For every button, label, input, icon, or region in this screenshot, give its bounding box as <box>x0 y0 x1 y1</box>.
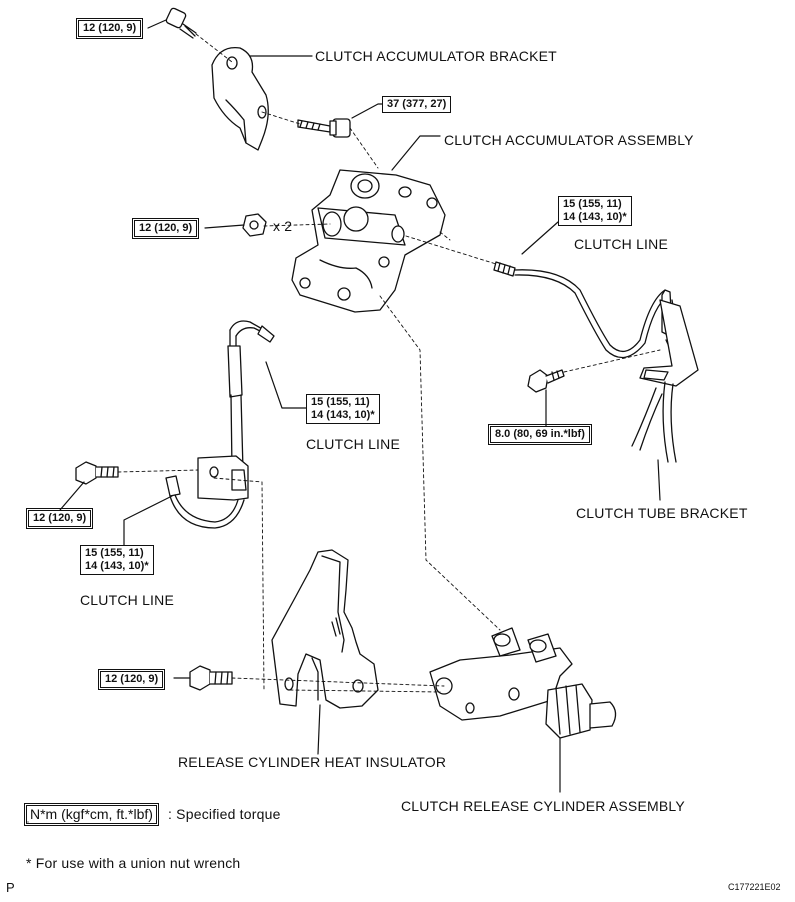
corner-mark: P <box>6 880 15 895</box>
alignment-lines <box>117 33 661 693</box>
tube-bracket <box>631 299 699 463</box>
hose-bracket-bolt <box>75 461 119 485</box>
torque-tube-bracket-bolt: 8.0 (80, 69 in.*lbf) <box>488 424 592 445</box>
label-tube-bracket: CLUTCH TUBE BRACKET <box>576 505 748 521</box>
label-heat-insulator: RELEASE CYLINDER HEAT INSULATOR <box>178 754 447 770</box>
accumulator-bracket <box>211 46 269 151</box>
torque-release-bolt: 12 (120, 9) <box>97 669 166 690</box>
footnote: * For use with a union nut wrench <box>26 855 241 871</box>
label-accumulator-bracket: CLUTCH ACCUMULATOR BRACKET <box>315 48 557 64</box>
leader-lines <box>27 19 661 823</box>
release-bolt <box>189 665 233 691</box>
label-release-cylinder: CLUTCH RELEASE CYLINDER ASSEMBLY <box>401 798 685 814</box>
torque-clutch-line-right: 15 (155, 11) 14 (143, 10)* <box>558 196 632 226</box>
label-times-two: x 2 <box>273 218 293 234</box>
legend-description: : Specified torque <box>168 806 281 822</box>
torque-hose-bracket-bolt: 12 (120, 9) <box>25 508 94 529</box>
accumulator-bolt <box>297 118 351 138</box>
accumulator-assembly <box>291 169 446 313</box>
label-clutch-line-right: CLUTCH LINE <box>574 236 668 252</box>
clutch-line-right <box>493 261 683 363</box>
torque-accumulator-nut: 12 (120, 9) <box>131 218 200 239</box>
torque-clutch-line-left: 15 (155, 11) 14 (143, 10)* <box>80 545 154 575</box>
label-clutch-line-left: CLUTCH LINE <box>80 592 174 608</box>
accumulator-nut <box>242 213 267 237</box>
legend-unit-box: N*m (kgf*cm, ft.*lbf) <box>24 803 159 826</box>
heat-insulator <box>271 549 379 709</box>
hose-bracket <box>197 455 249 501</box>
tube-bracket-bolt <box>527 369 565 393</box>
release-cylinder <box>429 627 617 739</box>
torque-accumulator-bolt: 37 (377, 27) <box>382 96 452 113</box>
torque-bracket-bolt: 12 (120, 9) <box>75 18 144 39</box>
clutch-line-left <box>165 475 245 529</box>
clutch-line-mid <box>227 320 275 471</box>
bracket-bolt <box>165 7 197 39</box>
label-accumulator-assembly: CLUTCH ACCUMULATOR ASSEMBLY <box>444 132 694 148</box>
figure-code: C177221E02 <box>728 882 781 892</box>
label-clutch-line-mid: CLUTCH LINE <box>306 436 400 452</box>
torque-clutch-line-mid: 15 (155, 11) 14 (143, 10)* <box>306 394 380 424</box>
